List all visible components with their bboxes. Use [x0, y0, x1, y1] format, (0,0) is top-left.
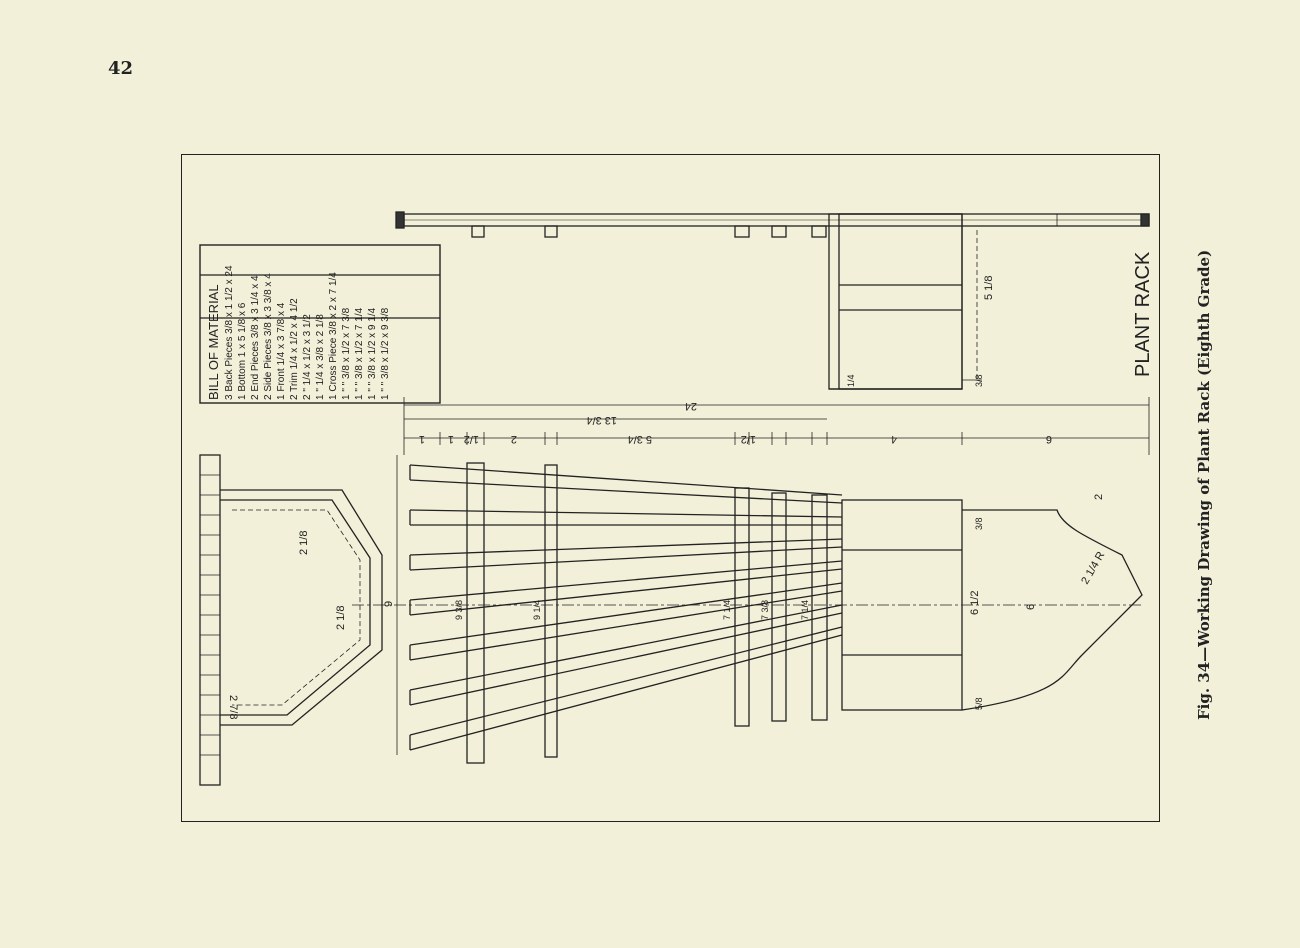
- dim-width: 9: [383, 601, 395, 607]
- dim-back-width: 5 1/8: [983, 276, 995, 300]
- bom-row: 2 " 1/4 x 1/2 x 3 1/2: [302, 314, 313, 400]
- dim-section: 2 1/8: [298, 531, 310, 555]
- bom-heading: BILL OF MATERIAL: [206, 284, 221, 400]
- dim-spacing: 4: [891, 433, 897, 445]
- drawing-frame: PLANT RACK BILL OF MATERIAL 3 Back Piece…: [181, 154, 1160, 822]
- dim-edge: 5/8: [974, 697, 984, 710]
- plan-view-slats: [352, 455, 1143, 764]
- page-number: 42: [108, 58, 134, 79]
- dim-center: 6: [1025, 604, 1037, 610]
- bom-row: 1 Cross Piece 3/8 x 2 x 7 1/4: [328, 272, 339, 400]
- dim-edge: 3/8: [974, 517, 984, 530]
- bom-row: 1 " " 3/8 x 1/2 x 7 3/8: [341, 307, 352, 400]
- dim-slat: 7 1/4: [800, 600, 810, 620]
- dim-edge: 3/8: [974, 374, 984, 387]
- dim-end: 2: [1093, 494, 1105, 500]
- end-elevation-view: [828, 213, 982, 390]
- drawing-title: PLANT RACK: [1132, 251, 1154, 377]
- dim-spacing: 1: [419, 433, 425, 445]
- dim-edge: 1/4: [846, 374, 856, 387]
- bom-row: 1 " " 3/8 x 1/2 x 9 3/8: [380, 307, 391, 400]
- dim-half-length: 13 3/4: [586, 414, 617, 426]
- dim-slat: 9 3/8: [454, 600, 464, 620]
- bom-row: 1 " " 3/8 x 1/2 x 7 1/4: [354, 307, 365, 400]
- dim-section: 2 7/8: [227, 695, 239, 719]
- section-view: [199, 454, 383, 786]
- bom-row: 1 Bottom 1 x 5 1/8 x 6: [237, 302, 248, 400]
- bom-row: 1 Front 1/4 x 3 7/8 x 4: [276, 302, 287, 400]
- dim-spacing: 1: [448, 433, 454, 445]
- dim-spacing: 2: [511, 433, 517, 445]
- dim-slat: 7 3/8: [760, 600, 770, 620]
- dim-slat: 7 1/4: [722, 600, 732, 620]
- dim-radius: 2 1/4 R: [1079, 550, 1107, 587]
- bom-row: 2 End Pieces 3/8 x 3 1/4 x 4: [250, 275, 261, 400]
- bill-of-material-table: [199, 244, 441, 404]
- bom-rows: 3 Back Pieces 3/8 x 1 1/2 x 24 1 Bottom …: [224, 265, 391, 400]
- dim-section: 2 1/8: [335, 606, 347, 630]
- dim-spacing: 1/2: [464, 433, 479, 445]
- bom-row: 1 " 1/4 x 3/8 x 2 1/8: [315, 314, 326, 400]
- bom-row: 2 Trim 1/4 x 1/2 x 4 1/2: [289, 298, 300, 400]
- dimension-labels: 24 13 3/4 1 1 1/2 2 5 3/4 1/2 4 6 9 5 1/…: [227, 276, 1107, 720]
- bom-row: 2 Side Pieces 3/8 x 3 3/8 x 4: [263, 273, 274, 400]
- dim-slat: 9 1/4: [532, 600, 542, 620]
- dim-spacing: 1/2: [741, 433, 756, 445]
- top-edge-view: [395, 211, 1150, 238]
- dimension-lines: [403, 397, 1150, 455]
- bom-row: 1 " " 3/8 x 1/2 x 9 1/4: [367, 307, 378, 400]
- figure-caption: Fig. 34—Working Drawing of Plant Rack (E…: [1195, 249, 1213, 720]
- dim-overall-length: 24: [685, 400, 697, 412]
- dim-spacing: 5 3/4: [628, 433, 652, 445]
- dim-spacing: 6: [1046, 433, 1052, 445]
- dim-center: 6 1/2: [969, 591, 981, 615]
- bom-row: 3 Back Pieces 3/8 x 1 1/2 x 24: [224, 265, 235, 400]
- plant-rack-drawing: PLANT RACK BILL OF MATERIAL 3 Back Piece…: [199, 211, 1154, 786]
